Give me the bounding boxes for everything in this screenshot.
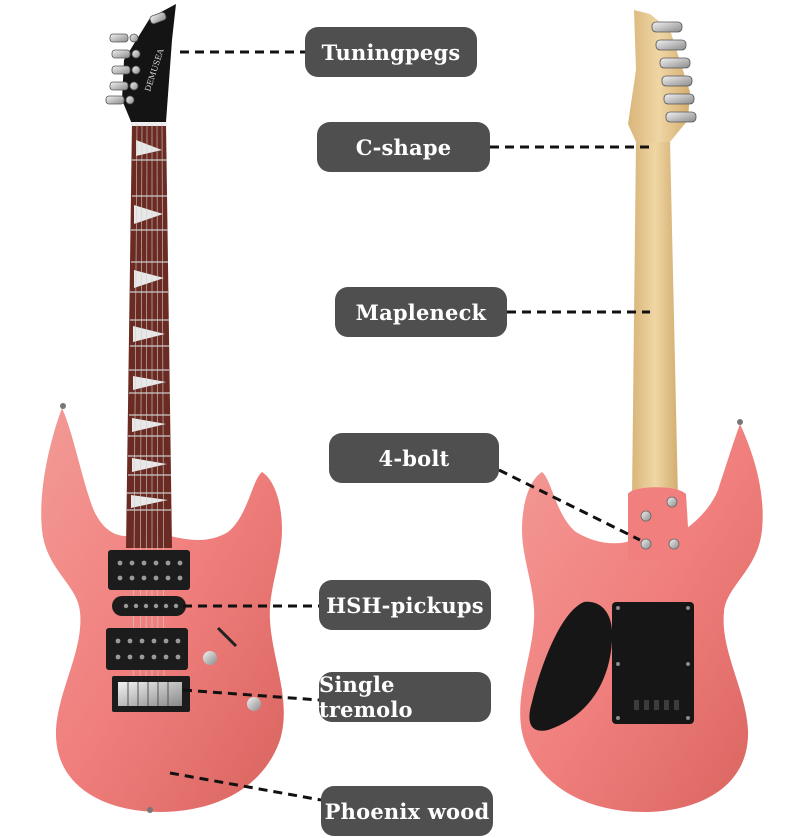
- front-frets: [127, 159, 171, 511]
- front-tremolo-bridge: [112, 676, 190, 712]
- front-selector-switch: [216, 626, 238, 648]
- front-strap-pin-bottom: [147, 807, 153, 813]
- back-tremolo-cover: [612, 602, 694, 724]
- back-strap-pin: [737, 419, 743, 425]
- leader-lines: [169, 50, 650, 802]
- label-c-shape: C-shape: [317, 122, 490, 172]
- front-strap-pin-top: [60, 403, 66, 409]
- front-knob-volume: [203, 651, 217, 665]
- front-headstock: [122, 4, 176, 124]
- back-control-cover: [529, 601, 613, 731]
- label-hsh-pickups: HSH-pickups: [319, 580, 491, 630]
- back-neck-bolts: [640, 496, 680, 550]
- front-knob-tone: [247, 697, 261, 711]
- front-guitar: DEMUSEA: [41, 4, 284, 813]
- back-cover-screws: [616, 606, 690, 720]
- label-single-tremolo: Single tremolo: [319, 672, 491, 722]
- label-tuning-pegs: Tuningpegs: [305, 27, 477, 77]
- back-neck-heel: [628, 487, 690, 560]
- back-tuning-pegs: [651, 21, 697, 123]
- label-phoenix-wood: Phoenix wood: [321, 786, 493, 836]
- back-headstock: [628, 10, 690, 142]
- front-pickups: [106, 550, 190, 670]
- label-maple-neck: Mapleneck: [335, 287, 507, 337]
- back-tremolo-slots: [634, 700, 679, 710]
- front-nut: [131, 122, 167, 126]
- front-tuning-pegs: [105, 11, 167, 105]
- back-guitar: [520, 10, 763, 812]
- back-neck: [632, 140, 678, 500]
- label-four-bolt: 4-bolt: [329, 433, 499, 483]
